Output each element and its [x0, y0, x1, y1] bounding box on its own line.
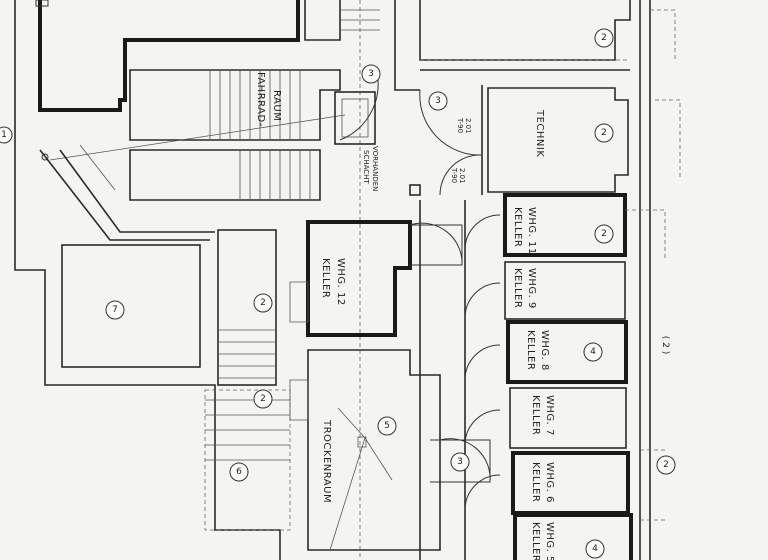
door-mark-top-2: 2.01 [464, 118, 472, 134]
tag-2-paren: ( 2 ) [660, 336, 670, 354]
label-keller-8: KELLER [525, 330, 536, 370]
technik-room [481, 85, 629, 195]
tag-4-whg8: 4 [583, 342, 603, 362]
tag-2-whg11: 2 [594, 224, 614, 244]
svg-text:2: 2 [601, 229, 607, 239]
label-whg-12: WHG. 12 [335, 258, 346, 306]
tag-3-mid: 3 [428, 91, 448, 111]
label-whg-6: WHG. 6 [544, 462, 555, 503]
svg-text:6: 6 [236, 467, 242, 477]
label-raum: RAUM [271, 90, 282, 121]
ramp-lines [39, 144, 215, 241]
door-mark-bottom-2: 2.01 [458, 168, 466, 184]
label-fahrrad: FAHRRAD- [255, 72, 266, 127]
tag-7: 7 [105, 300, 125, 320]
label-keller-12: KELLER [320, 258, 331, 298]
label-whg-9: WHG. 9 [526, 268, 537, 309]
svg-text:2: 2 [260, 298, 266, 308]
label-schacht: SCHACHT [362, 150, 370, 184]
svg-text:3: 3 [457, 457, 463, 467]
doors [339, 79, 501, 511]
label-keller-11: KELLER [512, 207, 523, 247]
lower-stairs [204, 229, 291, 531]
label-whg-7: WHG. 7 [544, 395, 555, 436]
tag-2-technik: 2 [594, 123, 614, 143]
svg-text:4: 4 [592, 544, 598, 554]
label-trockenraum: TROCKENRAUM [321, 419, 332, 503]
svg-text:4: 4 [590, 347, 596, 357]
tag-2-stair: 2 [253, 293, 273, 313]
label-keller-6: KELLER [530, 462, 541, 502]
top-shaft [304, 0, 420, 560]
schacht [334, 91, 376, 145]
tag-2-top: 2 [594, 28, 614, 48]
svg-text:( 2 ): ( 2 ) [660, 336, 670, 354]
top-right-room [419, 0, 631, 71]
door-mark-top: T-90 [456, 117, 464, 133]
svg-text:2: 2 [601, 128, 607, 138]
window-marks [625, 9, 681, 521]
upper-stairs [41, 69, 346, 201]
tag-4-whg5: 4 [585, 539, 605, 559]
svg-text:3: 3 [435, 96, 441, 106]
label-whg-5: WHG. 5 [544, 522, 555, 560]
label-whg-11: WHG. 11 [526, 207, 537, 255]
top-left-room [35, 0, 300, 112]
tag-3-lower: 3 [450, 452, 470, 472]
room-7 [61, 244, 201, 368]
label-keller-7: KELLER [530, 395, 541, 435]
svg-text:2: 2 [260, 394, 266, 404]
small-square [409, 184, 421, 196]
tag-6: 6 [229, 462, 249, 482]
tag-5: 5 [377, 416, 397, 436]
svg-text:7: 7 [112, 305, 118, 315]
label-keller-9: KELLER [512, 268, 523, 308]
door-mark-bottom: T-90 [450, 167, 458, 183]
label-keller-5: KELLER [530, 522, 541, 560]
svg-text:1: 1 [1, 130, 7, 140]
label-technik: TECHNIK [534, 109, 545, 157]
svg-text:3: 3 [368, 69, 374, 79]
tag-2-right: 2 [656, 455, 676, 475]
label-vorhanden: VORHANDEN [371, 146, 379, 191]
label-whg-8: WHG. 8 [539, 330, 550, 371]
keller-stack [503, 193, 633, 560]
trockenraum-room [289, 349, 441, 551]
svg-text:2: 2 [663, 460, 669, 470]
corridor [419, 200, 466, 560]
svg-text:5: 5 [384, 421, 390, 431]
tag-3-top: 3 [361, 64, 381, 84]
tag-1: 1 [0, 126, 13, 144]
keller-12-room [289, 220, 412, 337]
tag-2-lower: 2 [253, 389, 273, 409]
svg-text:2: 2 [601, 33, 607, 43]
